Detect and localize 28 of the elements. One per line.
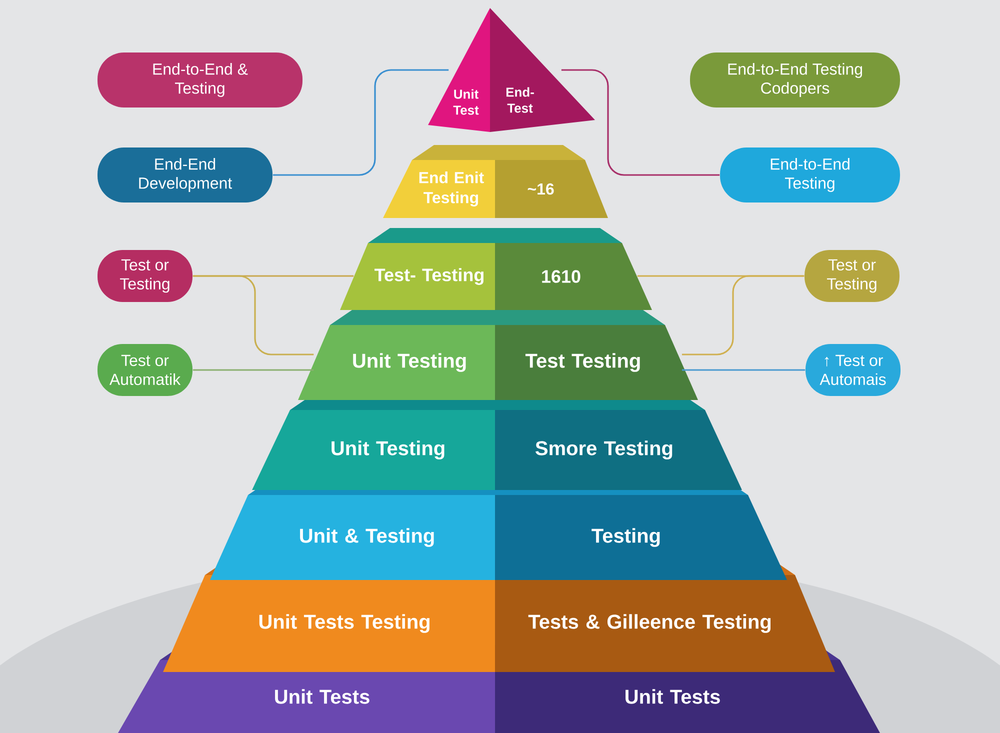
label-pill: Test or Testing: [804, 250, 900, 302]
node-label: Unit Test: [453, 89, 479, 115]
node-label: Unit Tests Testing: [259, 614, 430, 633]
label-pill: End-End Development: [98, 148, 272, 202]
connector-line: [272, 69, 449, 176]
pyramid-level: Test- Testing 1610: [340, 228, 652, 310]
label-pill: Test or Automatik: [98, 344, 192, 396]
node-label: Unit Testing: [353, 353, 466, 372]
node-label: Unit Tests: [275, 689, 370, 704]
label-pill: End-to-End Testing Codopers: [690, 52, 900, 108]
connector-line: [682, 275, 804, 356]
node-label: End Enit Testing: [419, 171, 484, 206]
node-label: Unit & Testing: [300, 528, 434, 547]
node-label: Unit Testing: [332, 440, 444, 460]
pyramid-level: Unit & Testing Testing: [210, 480, 788, 580]
connector-line: [682, 369, 806, 371]
pyramid-apex: Unit Test End-Test: [428, 8, 595, 132]
label-pill: End-to-End Testing: [720, 148, 900, 202]
label-pill: Test or Testing: [98, 250, 192, 302]
pyramid-level: Unit Testing Test Testing: [298, 310, 698, 400]
pyramid-level: Unit Testing Smore Testing: [252, 395, 742, 490]
label-pill: End-to-End & Testing: [98, 52, 302, 108]
connector-line: [192, 275, 314, 356]
node-label: Test- Testing: [374, 268, 484, 285]
label-pill: ↑ Test or Automais: [806, 344, 901, 396]
pyramid-level: End Enit Testing ~16: [383, 145, 608, 218]
connector-line: [192, 369, 314, 371]
connector-line: [561, 69, 720, 176]
